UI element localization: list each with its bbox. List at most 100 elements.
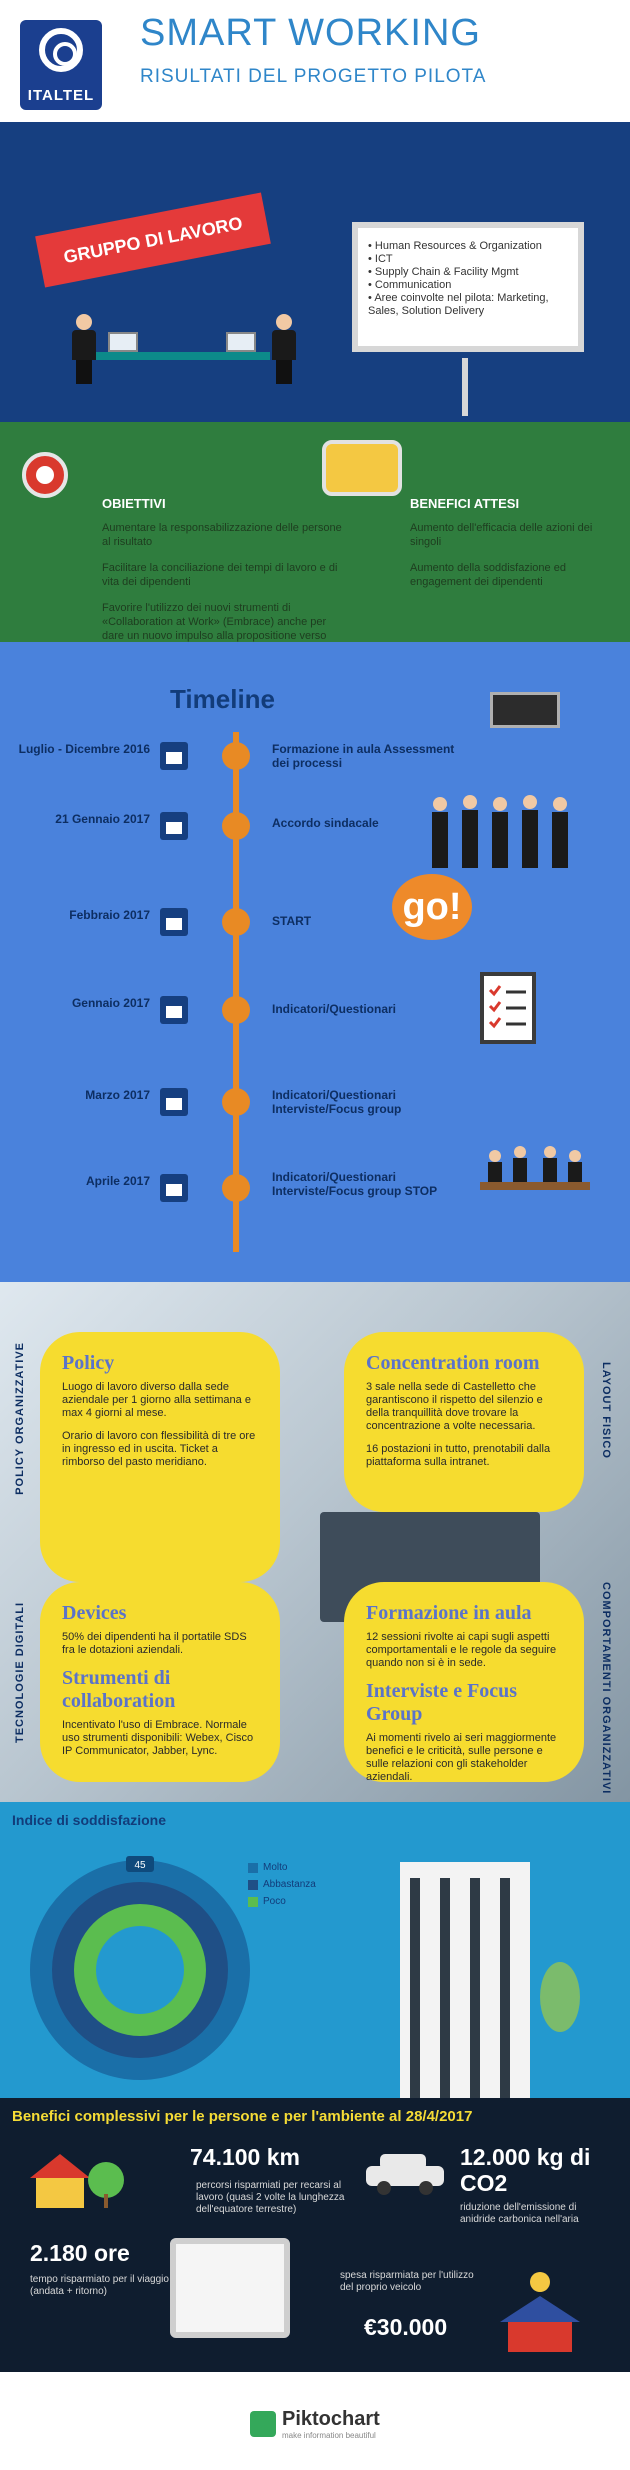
timeline-event: Indicatori/Questionari [272, 1002, 397, 1016]
timeline-dot [222, 812, 250, 840]
hours-value: 2.180 ore [30, 2240, 130, 2266]
piktochart-logo: Piktochart make information beautiful [250, 2408, 380, 2440]
footer: Piktochart make information beautiful [0, 2372, 630, 2470]
card-text: Luogo di lavoro diverso dalla sede azien… [62, 1381, 251, 1419]
piktochart-icon [250, 2411, 276, 2437]
side-label: POLICY ORGANIZZATIVE [14, 1342, 26, 1495]
benefits-column: BENEFICI ATTESI Aumento dell'efficacia d… [410, 496, 610, 601]
satisfaction-arc-chart: 45 [20, 1850, 260, 2090]
co2-value: 12.000 kg di CO2 [460, 2144, 591, 2196]
calendar-icon [160, 1174, 188, 1202]
card-text: 12 sessioni rivolte ai capi sugli aspett… [366, 1631, 557, 1669]
side-label: COMPORTAMENTI ORGANIZZATIVI [600, 1582, 612, 1795]
timeline-title: Timeline [170, 684, 276, 714]
timeline-date: Gennaio 2017 [71, 996, 150, 1010]
money-description: spesa risparmiata per l'utilizzo del pro… [340, 2270, 474, 2293]
timeline-event: Indicatori/Questionari Interviste/Focus … [272, 1088, 402, 1116]
objective-item: Aumentare la responsabilizzazione delle … [102, 522, 342, 548]
board-item: Human Resources & Organization [368, 240, 568, 253]
policy-section: POLICY ORGANIZZATIVE TECNOLOGIE DIGITALI… [0, 1282, 630, 1802]
timeline-dot [222, 1088, 250, 1116]
objectives-section: OBIETTIVI Aumentare la responsabilizzazi… [0, 422, 630, 642]
objective-item: Favorire l'utilizzo dei nuovi strumenti … [102, 602, 327, 642]
timeline-dot [222, 908, 250, 936]
timeline-event: Accordo sindacale [272, 816, 379, 830]
target-icon [22, 452, 68, 498]
card-text: Orario di lavoro con flessibilità di tre… [62, 1430, 256, 1468]
laptop-icon [108, 332, 138, 352]
team-section: GRUPPO DI LAVORO Human Resources & Organ… [0, 122, 630, 422]
desk-illustration [80, 352, 270, 360]
blackboard-icon [490, 692, 560, 728]
calendar-icon [160, 996, 188, 1024]
timeline-event: Indicatori/Questionari Interviste/Focus … [272, 1170, 438, 1198]
building-icon [400, 1862, 530, 2098]
legend-item: Poco [248, 1896, 316, 1907]
card-title: Devices [62, 1602, 127, 1624]
benefit-item: Aumento della soddisfazione ed engagemen… [410, 562, 566, 588]
clipboard-icon [480, 972, 536, 1044]
meeting-table-icon [480, 1142, 590, 1202]
people-group-icon [420, 792, 590, 872]
timeline-date: Marzo 2017 [85, 1088, 150, 1102]
training-card: Formazione in aula 12 sessioni rivolte a… [344, 1582, 584, 1783]
percent-badge [126, 1856, 154, 1872]
arc-center [96, 1926, 184, 2014]
italtel-logo: ITALTEL [20, 20, 102, 110]
benefits-title: Benefici complessivi per le persone e pe… [12, 2108, 473, 2125]
survey-title: Indice di soddisfazione [12, 1812, 167, 1828]
card-text: 3 sale nella sede di Castelletto che gar… [366, 1381, 543, 1432]
side-label: LAYOUT FISICO [600, 1362, 612, 1459]
card-title: Interviste e Focus Group [366, 1680, 518, 1725]
timeline-date: Aprile 2017 [85, 1174, 150, 1188]
objective-item: Facilitare la conciliazione dei tempi di… [102, 562, 338, 588]
legend-item: Molto [248, 1862, 316, 1873]
team-ribbon: GRUPPO DI LAVORO [35, 192, 271, 288]
go-badge: go! [392, 874, 472, 940]
logo-mark-icon [39, 28, 83, 72]
calendar-icon [160, 908, 188, 936]
piggy-bank-icon [490, 2268, 590, 2358]
board-item: Communication [368, 279, 568, 292]
timeline-date: Febbraio 2017 [69, 908, 150, 922]
timeline-event: Formazione in aula Assessment dei proces… [272, 742, 455, 770]
board-item: ICT [368, 253, 568, 266]
whiteboard-stand [462, 358, 468, 416]
laptop-icon [226, 332, 256, 352]
timeline-date: Luglio - Dicembre 2016 [18, 742, 150, 756]
benefit-item: Aumento dell'efficacia delle azioni dei … [410, 522, 593, 548]
board-item: Aree coinvolte nel pilota: Marketing, Sa… [368, 292, 568, 318]
logo-text: ITALTEL [27, 87, 95, 104]
page-title: SMART WORKING [140, 12, 481, 54]
drum-icon [322, 440, 402, 496]
person-icon [270, 314, 298, 384]
card-title: Concentration room [366, 1352, 540, 1374]
card-text: Ai momenti rivelo ai seri maggiormente b… [366, 1732, 557, 1783]
devices-card: Devices 50% dei dipendenti ha il portati… [40, 1582, 280, 1782]
objectives-column: OBIETTIVI Aumentare la responsabilizzazi… [102, 496, 342, 642]
board-item: Supply Chain & Facility Mgmt [368, 266, 568, 279]
side-label: TECNOLOGIE DIGITALI [14, 1602, 26, 1744]
km-value: 74.100 km [190, 2144, 300, 2170]
header: ITALTEL SMART WORKING RISULTATI DEL PROG… [0, 0, 630, 122]
card-text: 16 postazioni in tutto, prenotabili dall… [366, 1443, 551, 1468]
km-description: percorsi risparmiati per recarsi al lavo… [196, 2180, 345, 2215]
timeline-dot [222, 1174, 250, 1202]
card-title: Strumenti di collaboration [62, 1667, 176, 1712]
survey-section: Indice di soddisfazione 45 Molto Abbasta… [0, 1802, 630, 2098]
timeline-dot [222, 742, 250, 770]
money-value: €30.000 [364, 2314, 448, 2340]
calendar-icon [160, 812, 188, 840]
percent-label: 45 [134, 1860, 146, 1871]
objectives-heading: OBIETTIVI [102, 496, 166, 511]
house-icon [20, 2144, 130, 2214]
whiteboard: Human Resources & Organization ICT Suppl… [352, 222, 584, 352]
timeline-event: START [272, 914, 312, 928]
timeline-dot [222, 996, 250, 1024]
hours-description: tempo risparmiato per il viaggio (andata… [30, 2274, 169, 2297]
page-subtitle: RISULTATI DEL PROGETTO PILOTA [140, 66, 487, 87]
benefits-heading: BENEFICI ATTESI [410, 496, 520, 511]
legend-item: Abbastanza [248, 1879, 316, 1890]
person-icon [70, 314, 98, 384]
card-title: Formazione in aula [366, 1602, 532, 1624]
